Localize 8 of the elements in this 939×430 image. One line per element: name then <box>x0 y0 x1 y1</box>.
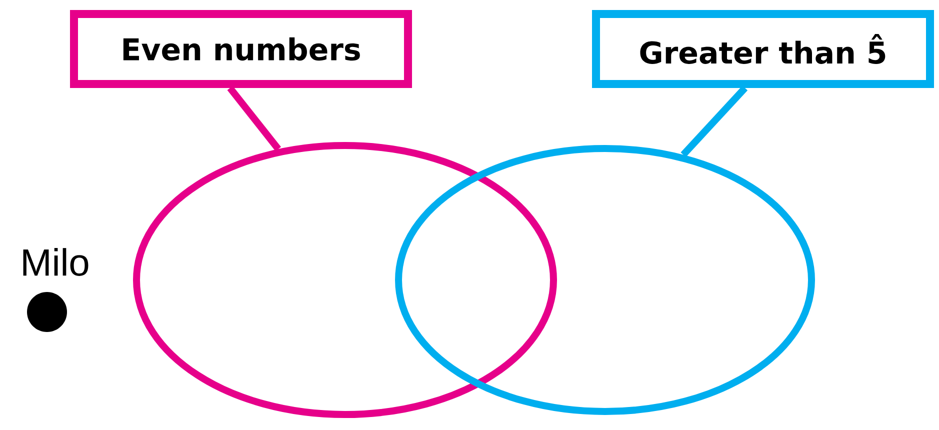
leader-line <box>680 86 748 158</box>
label-box: Greater than 5̂ <box>592 10 934 88</box>
label-box: Even numbers <box>70 10 412 88</box>
point-dot <box>27 292 67 332</box>
ellipse <box>133 142 557 418</box>
leader-line <box>227 86 281 152</box>
point-label: Milo <box>23 248 88 276</box>
ellipse <box>395 145 815 415</box>
